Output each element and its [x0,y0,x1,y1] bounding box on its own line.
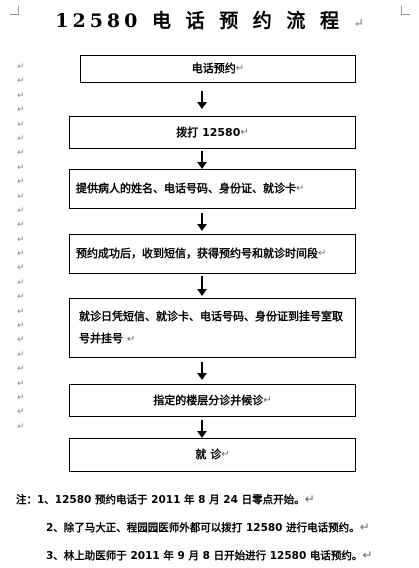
note-item: 注：1、12580 预约电话于 2011 年 8 月 24 日零点开始。↵ [16,492,315,507]
margin-paragraph-mark: ↵ [17,421,25,432]
margin-paragraph-mark: ↵ [17,90,25,101]
margin-paragraph-mark: ↵ [17,133,25,144]
paragraph-mark: ↵ [362,548,373,562]
margin-paragraph-mark: ↵ [17,321,25,332]
flow-step-dial-number: 拨打 12580 ↵ [69,116,356,149]
notes-prefix: 注： [16,494,37,506]
note-item: 2、除了马大正、程园园医师外都可以拨打 12580 进行电话预约。↵ [46,520,370,535]
margin-paragraph-mark: ↵ [17,119,25,130]
margin-paragraph-mark: ↵ [17,392,25,403]
margin-paragraph-mark: ↵ [17,162,25,173]
flow-step-provide-info: 提供病人的姓名、电话号码、身份证、就诊卡 ↵ [69,169,356,209]
flow-step-booking-success: 预约成功后，收到短信，获得预约号和就诊时间段 ↵ [69,234,356,274]
flow-step-consultation: 就 诊 ↵ [69,438,356,472]
margin-paragraph-mark: ↵ [17,277,25,288]
margin-paragraph-mark: ↵ [17,105,25,116]
note-text: 2、除了马大正、程园园医师外都可以拨打 12580 进行电话预约。 [46,522,360,534]
paragraph-mark: ↵ [359,520,370,534]
margin-paragraph-mark: ↵ [17,76,25,87]
page-title: 12580 电 话 预 约 流 程 ↵ [0,8,419,34]
margin-paragraph-mark: ↵ [17,249,25,260]
margin-paragraph-mark: ↵ [17,349,25,360]
margin-paragraph-mark: ↵ [17,205,25,216]
note-text: 3、林上助医师于 2011 年 9 月 8 日开始进行 12580 电话预约。 [46,550,363,562]
flow-step-label: 指定的楼层分诊并候诊 [153,393,264,407]
margin-paragraph-mark: ↵ [17,234,25,245]
flow-step-label: 拨打 12580 [176,125,241,139]
crop-mark-top-right [401,6,410,15]
flow-step-triage: 指定的楼层分诊并候诊 ↵ [69,384,356,417]
margin-paragraph-mark: ↵ [17,263,25,274]
paragraph-mark: ↵ [240,126,249,138]
paragraph-mark: ↵ [221,449,230,460]
margin-paragraph-mark: ↵ [17,306,25,317]
paragraph-mark: ↵ [353,16,364,30]
margin-paragraph-mark: ↵ [17,335,25,346]
paragraph-mark: ↵ [263,394,272,406]
flow-step-label: 就诊日凭短信、就诊卡、电话号码、身份证到挂号室取号并挂号 [79,310,343,345]
margin-paragraph-mark: ↵ [17,378,25,389]
paragraph-mark: ↵ [318,248,327,259]
paragraph-mark: ↵ [126,334,136,345]
flow-step-label: 预约成功后，收到短信，获得预约号和就诊时间段 [76,247,318,260]
margin-paragraph-mark: ↵ [17,292,25,303]
flow-step-label: 电话预约 [191,62,236,75]
flow-step-label: 提供病人的姓名、电话号码、身份证、就诊卡 [76,182,296,195]
flow-step-phone-booking: 电话预约 ↵ [80,55,356,83]
margin-paragraph-mark: ↵ [17,62,25,72]
paragraph-mark: ↵ [304,492,315,506]
margin-paragraph-mark: ↵ [17,191,25,202]
margin-paragraph-mark: ↵ [17,407,25,418]
paragraph-mark: ↵ [296,183,305,194]
margin-paragraph-marks: ↵ ↵ ↵ ↵ ↵ ↵ ↵ ↵ ↵ ↵ ↵ ↵ ↵ ↵ ↵ ↵ ↵ ↵ ↵ ↵ ↵ ↵ ↵ ↵ ↵ ↵ [17,60,27,434]
margin-paragraph-mark: ↵ [17,177,25,188]
margin-paragraph-mark: ↵ [17,148,25,159]
margin-paragraph-mark: ↵ [17,364,25,375]
paragraph-mark: ↵ [235,63,245,74]
crop-mark-top-left [10,6,19,15]
flow-step-registration: 就诊日凭短信、就诊卡、电话号码、身份证到挂号室取号并挂号 ↵ [69,298,356,358]
flow-step-label: 就 诊 [195,448,222,461]
note-text: 1、12580 预约电话于 2011 年 8 月 24 日零点开始。 [37,494,305,506]
note-item: 3、林上助医师于 2011 年 9 月 8 日开始进行 12580 电话预约。↵ [46,548,372,563]
margin-paragraph-mark: ↵ [17,220,25,231]
page-title-text: 12580 电 话 预 约 流 程 [55,10,344,32]
